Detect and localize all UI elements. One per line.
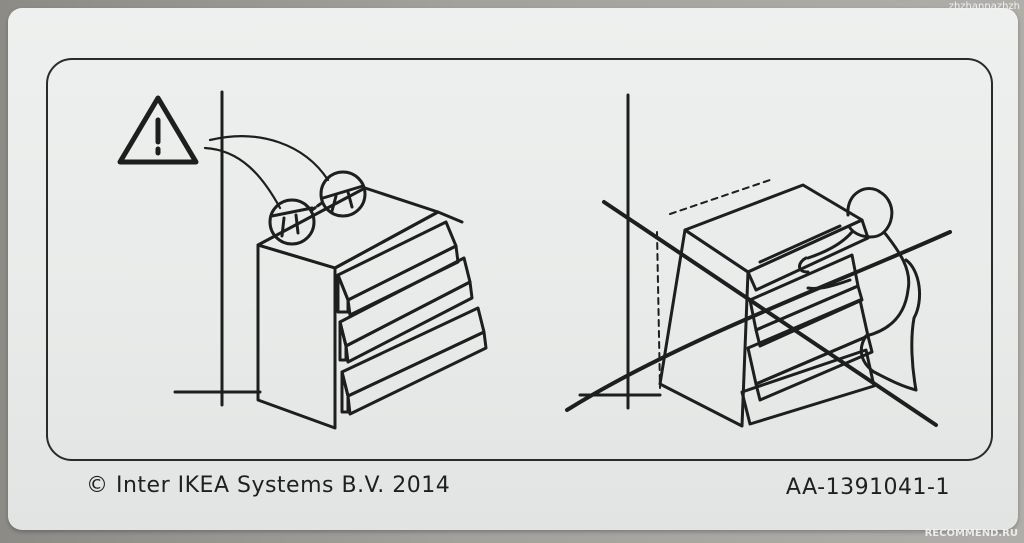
climbing-child-figure-icon — [798, 187, 921, 392]
incorrect-use-illustration — [565, 93, 952, 428]
chest-of-drawers-anchored — [256, 186, 488, 430]
wall-anchor-detail-icon — [268, 170, 367, 246]
author-watermark: zhzhannazhzh — [948, 1, 1020, 12]
callout-line-2 — [208, 135, 330, 182]
illustration-frame — [46, 58, 993, 461]
copyright-text: © Inter IKEA Systems B.V. 2014 — [86, 473, 451, 498]
callout-line-1 — [203, 146, 282, 210]
correct-installation-illustration — [117, 90, 488, 430]
chest-of-drawers-tipping — [658, 183, 876, 428]
site-watermark: RECOMMEND.RU — [924, 528, 1018, 539]
warning-triangle-icon — [117, 95, 199, 165]
warning-sticker — [8, 8, 1018, 530]
prohibition-cross-icon — [565, 200, 952, 427]
article-code: AA-1391041-1 — [785, 475, 950, 500]
